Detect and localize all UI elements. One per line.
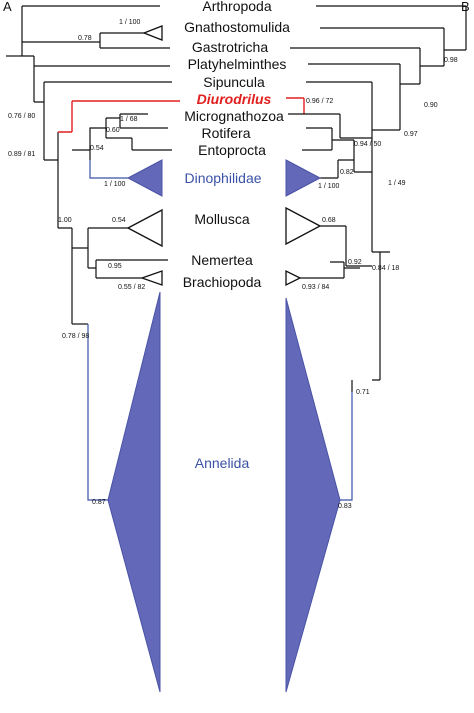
left-support-dinophilidae: 1 / 100 <box>104 181 126 188</box>
left-support-annelida: 0.87 <box>92 499 106 506</box>
right-triangle-mollusca <box>285 206 322 246</box>
left-branch-annelida <box>87 324 108 501</box>
right-support-annelida: 0.83 <box>338 503 352 510</box>
left-support-gnath-gastro: 0.78 <box>78 35 92 42</box>
left-branch-node4 <box>58 227 73 324</box>
left-tree: 1 / 100 0.78 0.76 / 80 0.89 / 81 1 / 68 … <box>6 5 180 693</box>
right-support-roti-ento: 0.94 / 50 <box>354 141 381 148</box>
left-triangle-dinophilidae <box>126 159 163 197</box>
label-platyhelminthes: Platyhelminthes <box>188 56 287 72</box>
right-support-mollusca: 0.68 <box>322 217 336 224</box>
label-entoprocta: Entoprocta <box>198 142 266 158</box>
label-nemertea: Nemertea <box>191 252 253 268</box>
left-support-spiralia: 0.78 / 98 <box>62 333 89 340</box>
left-support-micro-roti: 1 / 68 <box>120 116 138 123</box>
panel-label-a: A <box>3 0 12 14</box>
right-support-annelida-stem: 0.71 <box>356 389 370 396</box>
right-triangle-brachiopoda <box>285 269 302 287</box>
label-mollusca: Mollusca <box>194 211 249 227</box>
left-support-nem-brach: 0.95 <box>108 263 122 270</box>
left-support-node2: 0.89 / 81 <box>8 151 35 158</box>
right-branch-b4 <box>371 172 390 253</box>
right-triangle-annelida <box>285 297 341 693</box>
right-support-diuro: 0.96 / 72 <box>306 98 333 105</box>
right-branch-platy <box>308 63 421 85</box>
label-diurodrilus: Diurodrilus <box>197 91 272 107</box>
right-support-brachiopoda: 0.93 / 84 <box>302 284 329 291</box>
left-branch-gnath-node <box>72 149 91 160</box>
panel-label-b: B <box>461 0 470 14</box>
left-branch-node2 <box>34 82 45 160</box>
left-triangle-annelida <box>107 291 161 693</box>
right-branch-nem-brach <box>300 261 360 279</box>
label-rotifera: Rotifera <box>201 125 250 141</box>
right-branch-gastro <box>290 47 445 67</box>
left-branch-arthropoda <box>21 5 160 56</box>
left-branch-moll-nem-brach <box>72 227 168 279</box>
right-branch-diurodrilus <box>286 97 305 114</box>
left-support-brachiopoda: 0.55 / 82 <box>118 284 145 291</box>
left-support-micro-ento: 0.60 <box>106 127 120 134</box>
label-micrognathozoa: Micrognathozoa <box>184 108 284 124</box>
right-support-dino: 1 / 100 <box>318 183 340 190</box>
right-support-b2: 0.90 <box>424 102 438 109</box>
left-support-node-root-in: 1.00 <box>58 217 72 224</box>
right-support-b3: 0.97 <box>404 131 418 138</box>
left-triangle-mollusca <box>126 208 163 248</box>
left-branch-dinophilidae <box>89 160 128 179</box>
right-branch-roti-ento <box>302 127 373 173</box>
label-brachiopoda: Brachiopoda <box>183 274 262 290</box>
right-support-nem-brach: 0.92 <box>348 259 362 266</box>
right-branch-b5 <box>372 252 381 381</box>
left-branch-base <box>22 55 35 102</box>
right-triangle-dinophilidae <box>285 159 322 197</box>
left-branch-gnathifera <box>89 113 172 151</box>
label-annelida: Annelida <box>195 455 250 471</box>
label-sipuncula: Sipuncula <box>203 74 265 90</box>
right-branch-mollusca <box>320 225 372 267</box>
left-support-gnath: 1 / 100 <box>119 19 141 26</box>
right-branch-annelida <box>340 392 353 501</box>
label-gastrotricha: Gastrotricha <box>192 39 268 55</box>
right-branch-micro <box>288 113 372 139</box>
taxon-labels: Arthropoda Gnathostomulida Gastrotricha … <box>183 0 290 471</box>
right-support-ento-dino: 0.82 <box>340 169 354 176</box>
right-branch-gnath <box>320 27 466 51</box>
right-branch-dino-stem <box>320 159 354 179</box>
left-branch-gnath-gastro <box>22 32 170 49</box>
label-arthropoda: Arthropoda <box>202 0 271 14</box>
left-triangle-brachiopoda <box>140 270 163 286</box>
right-support-b5: 0.84 / 18 <box>372 265 399 272</box>
left-branch-diurodrilus <box>58 100 180 133</box>
right-support-b1: 0.98 <box>444 57 458 64</box>
right-branch-sipuncula <box>306 81 401 131</box>
label-gnathostomulida: Gnathostomulida <box>184 19 290 35</box>
label-dinophilidae: Dinophilidae <box>184 170 261 186</box>
left-branch-node3 <box>44 132 59 228</box>
left-support-gnathifera-dino: 0.54 <box>90 145 104 152</box>
right-support-b4: 1 / 49 <box>388 180 406 187</box>
left-support-base: 0.76 / 80 <box>8 113 35 120</box>
left-triangle-gnathostomulida <box>142 25 163 41</box>
left-support-mollusca: 0.54 <box>112 217 126 224</box>
right-tree: 0.98 0.90 0.97 0.96 / 72 0.94 / 50 1 / 1… <box>285 5 467 693</box>
